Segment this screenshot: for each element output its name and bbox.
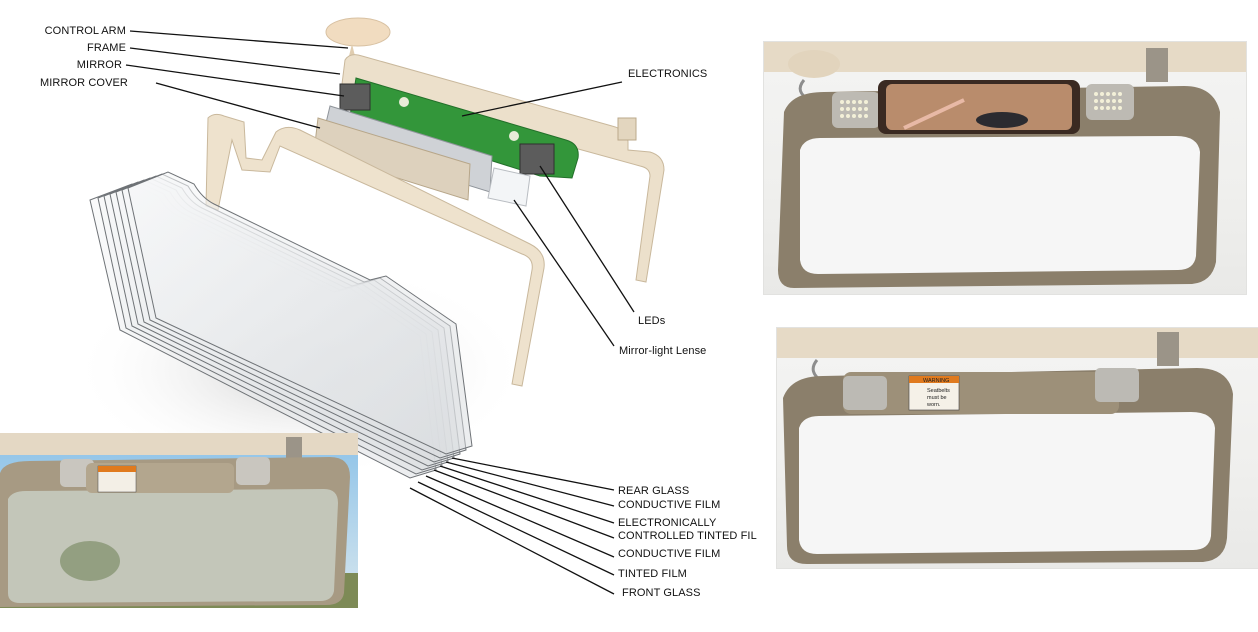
label-electronically: ELECTRONICALLY (618, 517, 717, 529)
photo-visor-mirror-closed: WARNING Seatbelts must be worn. (776, 327, 1258, 569)
label-mirror: MIRROR (76, 59, 122, 71)
label-tinted-film: TINTED FILM (618, 568, 687, 580)
label-control-arm: CONTROL ARM (44, 25, 126, 37)
label-frame: FRAME (87, 42, 126, 54)
photo-visor-tinted-in-car (0, 433, 358, 608)
warning-line-2: must be (927, 395, 947, 401)
warning-line-3: worn. (926, 402, 941, 408)
label-conductive-film-2: CONDUCTIVE FILM (618, 548, 721, 560)
warning-sticker: WARNING Seatbelts must be worn. (908, 375, 960, 411)
glass-stack (89, 171, 473, 479)
led-block-left (339, 83, 371, 111)
label-rear-glass: REAR GLASS (618, 485, 690, 497)
warning-header: WARNING (923, 378, 949, 384)
warning-line-1: Seatbelts (927, 388, 950, 394)
label-front-glass: FRONT GLASS (622, 587, 701, 599)
led-block-right (519, 143, 555, 175)
label-conductive-film-1: CONDUCTIVE FILM (618, 499, 721, 511)
exploded-view-illustration (70, 17, 665, 595)
frame-front (205, 113, 545, 387)
frame-rear (341, 54, 665, 283)
label-controlled-tinted-film: CONTROLLED TINTED FIL (618, 530, 757, 542)
control-arm-pad (325, 17, 391, 47)
photo-visor-mirror-open (763, 41, 1247, 295)
label-leds: LEDs (638, 315, 666, 327)
leader-lines (125, 30, 635, 595)
label-mirror-light-lense: Mirror-light Lense (619, 345, 707, 357)
label-mirror-cover: MIRROR COVER (40, 77, 128, 89)
frame-clip (617, 117, 637, 141)
label-electronics: ELECTRONICS (628, 68, 708, 80)
mirror-light-lense (487, 167, 531, 207)
